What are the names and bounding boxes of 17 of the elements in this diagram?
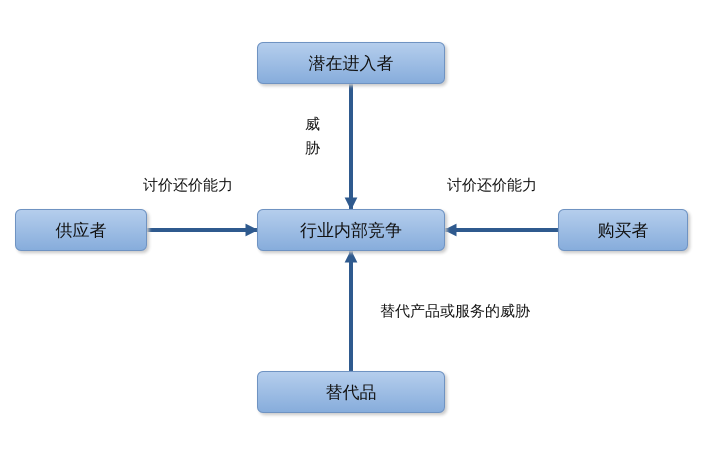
process-box <box>15 209 147 251</box>
box-label: 购买者 <box>598 220 648 242</box>
process-box <box>257 42 445 84</box>
box-label: 潜在进入者 <box>308 52 394 74</box>
box-label: 替代品 <box>326 382 376 404</box>
arrow <box>344 84 358 210</box>
edge-label: 替代产品或服务的威胁 <box>380 302 530 321</box>
edge-label: 讨价还价能力 <box>447 176 537 195</box>
arrow <box>444 224 558 236</box>
edge-label: 讨价还价能力 <box>143 176 233 195</box>
box-label: 供应者 <box>56 220 106 242</box>
process-box <box>257 371 445 413</box>
arrow <box>344 250 358 371</box>
box-label: 行业内部竞争 <box>300 220 402 242</box>
process-box <box>257 209 445 251</box>
arrow <box>147 224 258 236</box>
process-box <box>558 209 688 251</box>
